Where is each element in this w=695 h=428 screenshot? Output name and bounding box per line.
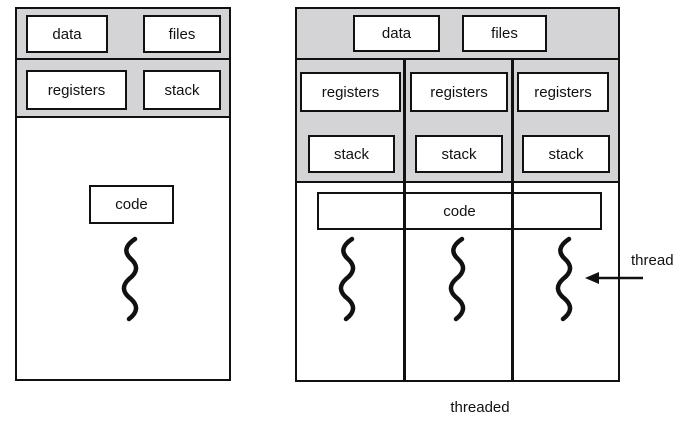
data-box: data bbox=[26, 15, 108, 53]
registers-box: registers bbox=[300, 72, 401, 112]
thread-column-divider bbox=[403, 60, 406, 380]
thread-squiggle-icon bbox=[555, 236, 573, 322]
thread-squiggle-icon bbox=[448, 236, 466, 322]
data-box: data bbox=[353, 15, 440, 52]
code-box: code bbox=[317, 192, 602, 230]
files-box: files bbox=[462, 15, 547, 52]
code-box: code bbox=[89, 185, 174, 224]
registers-box: registers bbox=[517, 72, 609, 112]
thread-column-divider bbox=[511, 60, 514, 380]
multithreaded-process-diagram: data files registers registers registers… bbox=[295, 7, 620, 382]
thread-squiggle-icon bbox=[338, 236, 356, 322]
stack-box: stack bbox=[143, 70, 221, 110]
thread-squiggle-icon bbox=[121, 236, 139, 322]
right-shared-state-band bbox=[297, 9, 618, 60]
stack-box: stack bbox=[308, 135, 395, 173]
stack-box: stack bbox=[522, 135, 610, 173]
thread-arrow-icon bbox=[585, 272, 643, 284]
files-box: files bbox=[143, 15, 221, 53]
figure-caption: threaded bbox=[450, 399, 510, 416]
thread-label: thread bbox=[631, 252, 674, 269]
stack-box: stack bbox=[415, 135, 503, 173]
registers-box: registers bbox=[410, 72, 508, 112]
registers-box: registers bbox=[26, 70, 127, 110]
single-threaded-process-diagram: data files registers stack code bbox=[15, 7, 231, 381]
